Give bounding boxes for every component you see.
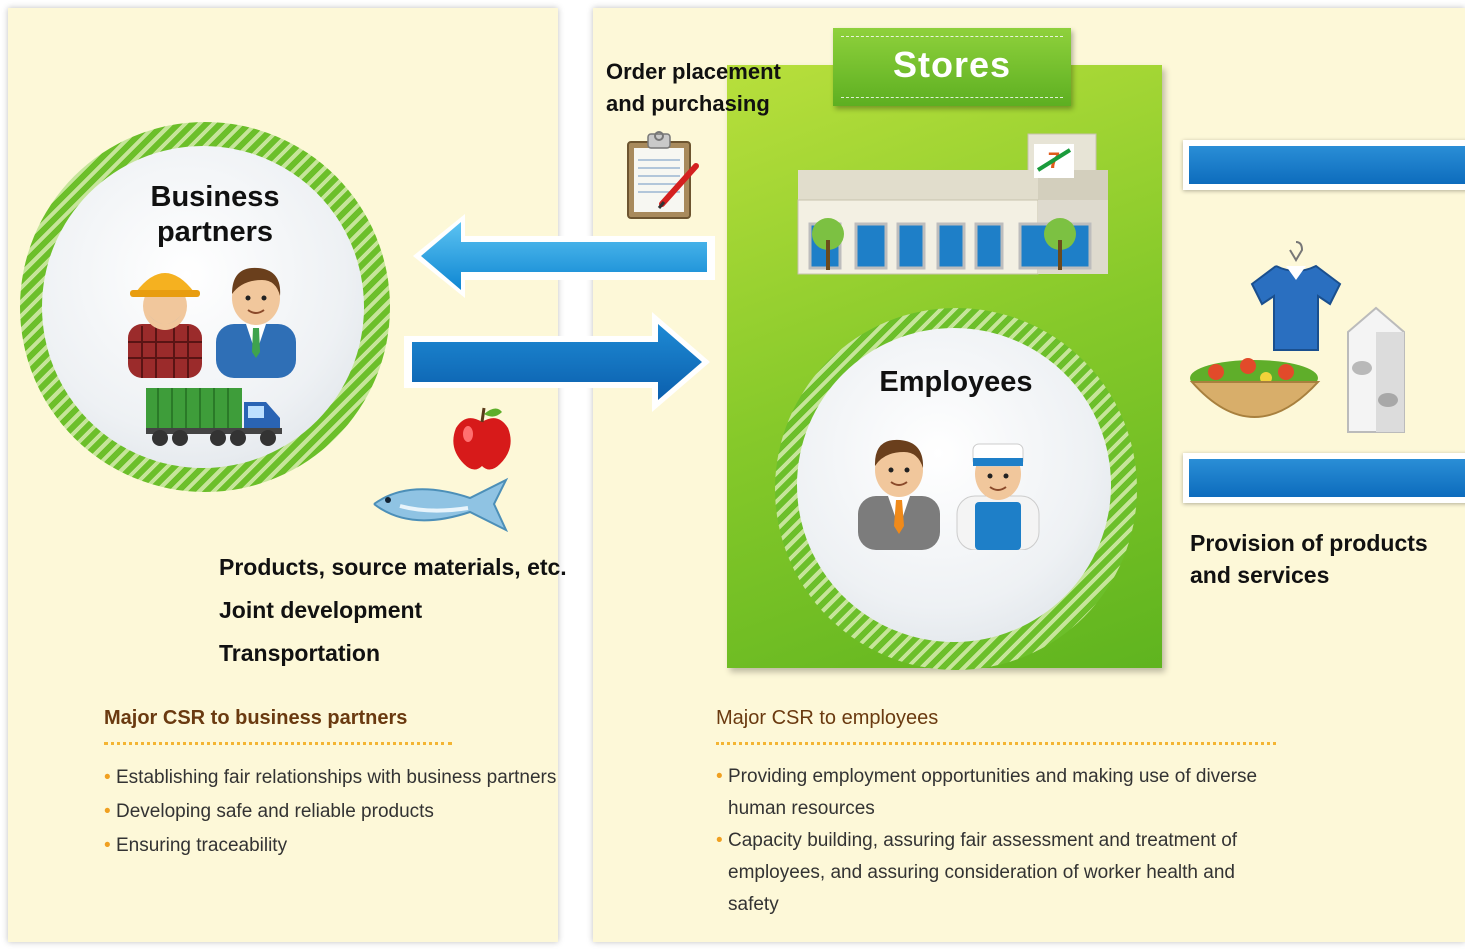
construction-worker-icon xyxy=(128,273,202,378)
list-item: •Establishing fair relationships with bu… xyxy=(104,767,557,788)
list-item: •Developing safe and reliable products xyxy=(104,801,434,822)
list-item: •Ensuring traceability xyxy=(104,835,288,856)
store-building-icon: 7 xyxy=(797,133,1108,275)
bp-item-transportation: Transportation xyxy=(219,640,381,666)
businessman-icon xyxy=(858,439,940,550)
shirt-icon xyxy=(1250,241,1342,351)
csr-employees-heading: Major CSR to employees xyxy=(716,707,939,729)
provision-bar-top xyxy=(1183,140,1465,190)
divider-dotted xyxy=(716,742,1276,745)
purchasing-arrow-left xyxy=(413,214,715,298)
csr-employees-list: •Providing employment opportunities and … xyxy=(716,761,1296,921)
employees-title: Employees xyxy=(879,366,1033,398)
bp-item-products: Products, source materials, etc. xyxy=(219,554,567,580)
businessman-icon xyxy=(216,267,296,378)
bp-item-joint-development: Joint development xyxy=(219,597,423,623)
employees-circle xyxy=(797,328,1111,642)
fish-icon xyxy=(373,477,509,533)
clipboard-icon xyxy=(627,131,699,219)
list-item: •Capacity building, assuring fair assess… xyxy=(716,830,1238,915)
list-item: •Providing employment opportunities and … xyxy=(716,766,1258,819)
stores-title: Stores xyxy=(892,44,1012,85)
provision-bar-bottom xyxy=(1183,453,1465,503)
provision-label: Provision of products and services xyxy=(1190,530,1428,588)
order-placement-label: Order placement and purchasing xyxy=(606,59,781,116)
csr-business-partners-heading: Major CSR to business partners xyxy=(104,707,408,729)
milk-carton-icon xyxy=(1347,306,1405,433)
apple-icon xyxy=(453,407,511,470)
salad-bowl-icon xyxy=(1189,358,1321,418)
store-tab xyxy=(833,28,1071,106)
divider-dotted xyxy=(104,742,452,745)
supply-arrow-right xyxy=(404,312,710,412)
chef-employee-icon xyxy=(956,443,1040,550)
truck-icon xyxy=(146,388,282,446)
csr-business-partners-list: •Establishing fair relationships with bu… xyxy=(104,761,556,863)
business-partners-title: Business partners xyxy=(150,181,280,248)
